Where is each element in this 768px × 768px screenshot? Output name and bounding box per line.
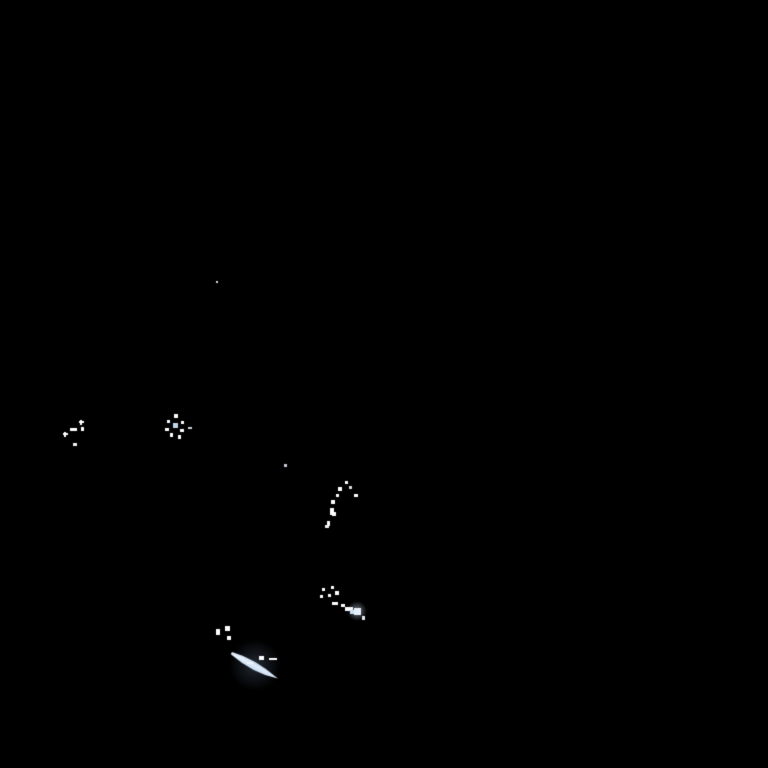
satellite-scene: Satellite Imagery Scene Near-black backg… (0, 0, 768, 768)
scene-canvas (0, 0, 768, 768)
